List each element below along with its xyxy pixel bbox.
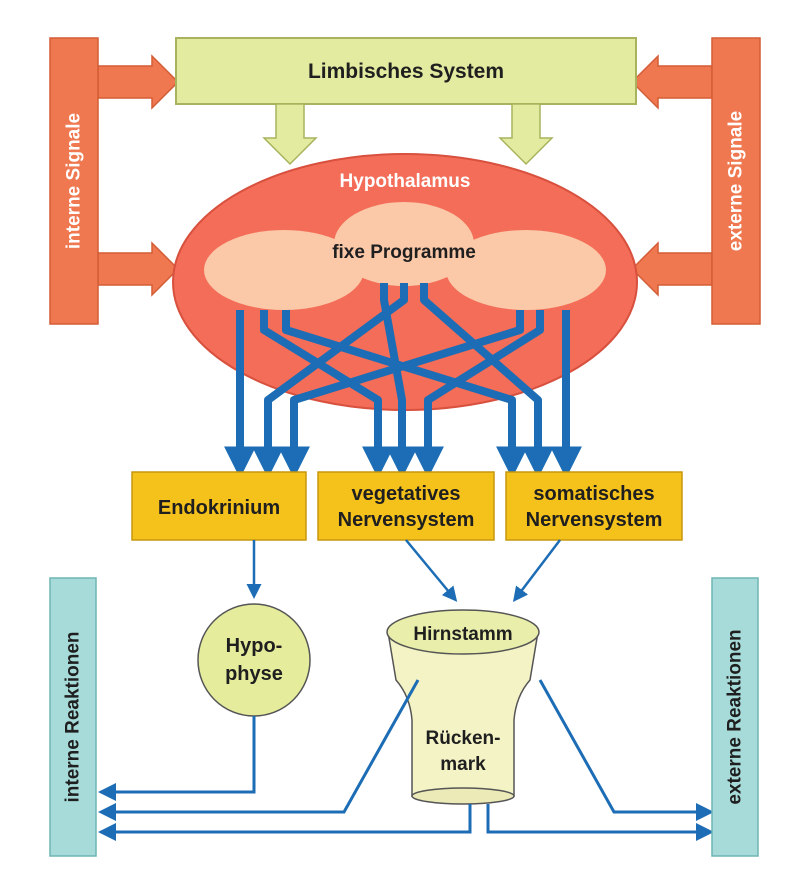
limbic-down-arrow-right: [498, 103, 554, 166]
vegetatives-label-line1: vegetatives: [352, 483, 461, 505]
programme-blob-left: [204, 230, 364, 310]
arrow-veg-hirnstamm: [405, 539, 458, 602]
limbic-down-arrows: [262, 103, 554, 166]
interne-signal-arrow-bottom: [97, 241, 180, 297]
rueckenmark-label-line1: Rücken-: [426, 728, 501, 749]
arrow-hirnstamm-interne: [98, 679, 420, 821]
limbic-system-label: Limbisches System: [308, 60, 504, 83]
hirnstamm-label: Hirnstamm: [413, 624, 512, 645]
externe-signale-bar: [711, 37, 761, 325]
limbic-down-arrow-left: [262, 103, 318, 166]
hypophyse-label-line2: physe: [225, 663, 283, 685]
interne-reaktionen-label: interne Reaktionen: [63, 631, 84, 802]
somatisches-label-line1: somatisches: [533, 483, 654, 505]
programme-blob-center: [334, 202, 474, 286]
endokrinium-box: [131, 471, 307, 541]
arrow-som-hirnstamm: [512, 539, 561, 602]
programme-blob-right: [446, 230, 606, 310]
vegetatives-label-line2: Nervensystem: [338, 509, 475, 531]
endokrinium-label: Endokrinium: [158, 497, 280, 519]
rueckenmark-bottom: [411, 787, 515, 805]
arrow-hypophyse-interne: [98, 716, 256, 801]
arrow-hirnstamm-externe: [538, 679, 714, 821]
limbic-system-box: [175, 37, 637, 105]
vegetatives-nervensystem-box: [317, 471, 495, 541]
interne-signale-bar: [49, 37, 99, 325]
hypophyse-label-line1: Hypo-: [226, 635, 283, 657]
somatisches-nervensystem-box: [505, 471, 683, 541]
channel-veg-1: [260, 310, 394, 479]
reaction-arrows: [98, 679, 714, 841]
hypophyse-circle: [197, 603, 311, 717]
hirnstamm-ellipse: [386, 609, 540, 655]
output-to-structure-arrows: [246, 539, 561, 602]
externe-signal-arrow-top: [630, 54, 713, 110]
channel-veg-3: [412, 310, 544, 479]
interne-signale-label: interne Signale: [64, 113, 85, 249]
channel-som-1: [282, 310, 528, 479]
externe-signale-label: externe Signale: [726, 111, 747, 251]
interne-reaktionen-bar: [49, 577, 97, 857]
somatisches-label-line2: Nervensystem: [526, 509, 663, 531]
channel-endo-2: [252, 283, 408, 479]
interne-signal-arrow-top: [97, 54, 180, 110]
program-output-channels: [224, 283, 582, 479]
externe-signal-arrow-bottom: [630, 241, 713, 297]
rueckenmark-label-line2: mark: [440, 754, 486, 775]
channel-som-2: [420, 283, 554, 479]
signal-arrows: [97, 54, 713, 297]
fixe-programme-label: fixe Programme: [332, 242, 476, 263]
hypothalamus-label: Hypothalamus: [340, 171, 471, 192]
arrow-rueckenmark-externe: [486, 804, 714, 841]
channel-veg-2: [380, 283, 418, 479]
externe-reaktionen-label: externe Reaktionen: [725, 629, 746, 804]
externe-reaktionen-bar: [711, 577, 759, 857]
programme-blobs: [204, 202, 606, 310]
arrow-rueckenmark-interne: [98, 804, 472, 841]
